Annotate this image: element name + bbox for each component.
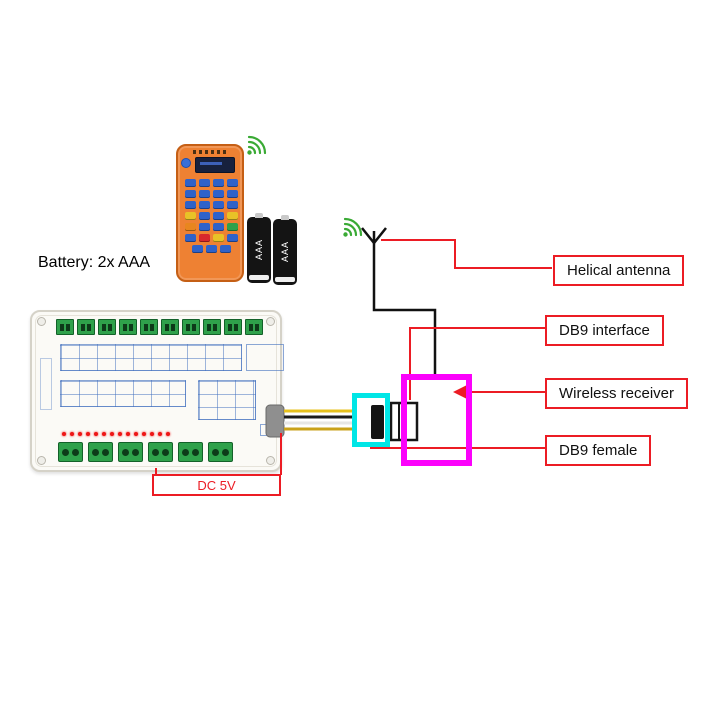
remote-key <box>212 190 224 198</box>
terminal-block <box>77 319 95 335</box>
remote-key <box>198 201 210 209</box>
battery-aaa-1-label: AAA <box>254 239 264 261</box>
remote-key <box>184 190 196 198</box>
remote-key <box>212 179 224 187</box>
status-led <box>118 432 122 436</box>
antenna-lead-line <box>372 243 437 377</box>
dc5v-label: DC 5V <box>152 474 281 496</box>
terminal-block <box>208 442 233 462</box>
remote-key <box>226 201 238 209</box>
remote-top-buttons <box>193 150 229 154</box>
status-led <box>158 432 162 436</box>
status-led <box>142 432 146 436</box>
remote-key <box>191 245 203 253</box>
battery-aaa-2-label: AAA <box>280 241 290 263</box>
status-led <box>150 432 154 436</box>
wireless-signal-icon <box>343 217 363 237</box>
callout-wireless-receiver: Wireless receiver <box>545 378 689 409</box>
remote-key <box>184 234 196 242</box>
remote-key <box>205 245 217 253</box>
remote-key <box>198 179 210 187</box>
battery-aaa-1: AAA <box>247 213 271 283</box>
remote-key <box>184 201 196 209</box>
battery-caption: Battery: 2x AAA <box>38 254 151 271</box>
terminal-block <box>88 442 113 462</box>
terminal-block <box>203 319 221 335</box>
wireless-signal-icon <box>247 135 267 155</box>
board-silkscreen <box>260 424 276 436</box>
callout-db9-female: DB9 female <box>545 435 652 466</box>
screw-hole <box>37 456 46 465</box>
db9-female-highlight <box>352 393 390 447</box>
remote-keypad <box>183 179 239 253</box>
db9-female-connector <box>371 405 384 439</box>
board-silkscreen <box>40 358 52 410</box>
status-led <box>86 432 90 436</box>
screw-hole <box>37 317 46 326</box>
status-led <box>110 432 114 436</box>
remote-key <box>212 234 224 242</box>
screw-hole <box>266 456 275 465</box>
remote-key <box>226 212 238 220</box>
remote-control <box>176 144 244 282</box>
board-silkscreen <box>246 344 284 371</box>
terminal-block <box>178 442 203 462</box>
status-led <box>134 432 138 436</box>
callout-db9-interface: DB9 interface <box>545 315 664 346</box>
terminal-block <box>119 319 137 335</box>
remote-key <box>198 223 210 231</box>
board-bottom-terminals <box>58 442 233 462</box>
remote-key <box>212 212 224 220</box>
terminal-block <box>58 442 83 462</box>
remote-key <box>226 223 238 231</box>
terminal-block <box>98 319 116 335</box>
board-silkscreen <box>60 380 186 407</box>
remote-key <box>212 223 224 231</box>
remote-logo <box>181 158 191 168</box>
battery-aaa-2: AAA <box>273 215 297 285</box>
terminal-block <box>224 319 242 335</box>
terminal-block <box>118 442 143 462</box>
remote-key <box>226 234 238 242</box>
status-led <box>166 432 170 436</box>
remote-key <box>226 179 238 187</box>
terminal-block <box>161 319 179 335</box>
terminal-block <box>245 319 263 335</box>
wireless-receiver-highlight <box>401 374 472 466</box>
status-led <box>78 432 82 436</box>
board-silkscreen <box>198 380 256 420</box>
status-led <box>102 432 106 436</box>
remote-key <box>184 179 196 187</box>
remote-screen <box>195 157 235 173</box>
remote-key <box>198 234 210 242</box>
screw-hole <box>266 317 275 326</box>
controller-board <box>30 310 284 472</box>
remote-key <box>219 245 231 253</box>
status-led <box>62 432 66 436</box>
status-led <box>126 432 130 436</box>
remote-key <box>184 223 196 231</box>
remote-key <box>198 212 210 220</box>
terminal-block <box>182 319 200 335</box>
remote-key <box>184 212 196 220</box>
board-led-row <box>62 432 170 436</box>
callout-line-helical-antenna <box>381 239 552 269</box>
status-led <box>70 432 74 436</box>
terminal-block <box>148 442 173 462</box>
remote-key <box>226 190 238 198</box>
terminal-block <box>56 319 74 335</box>
terminal-block <box>140 319 158 335</box>
board-top-terminals <box>56 319 263 335</box>
remote-key <box>212 201 224 209</box>
callout-helical-antenna: Helical antenna <box>553 255 685 286</box>
status-led <box>94 432 98 436</box>
remote-key <box>198 190 210 198</box>
board-silkscreen <box>60 344 242 371</box>
